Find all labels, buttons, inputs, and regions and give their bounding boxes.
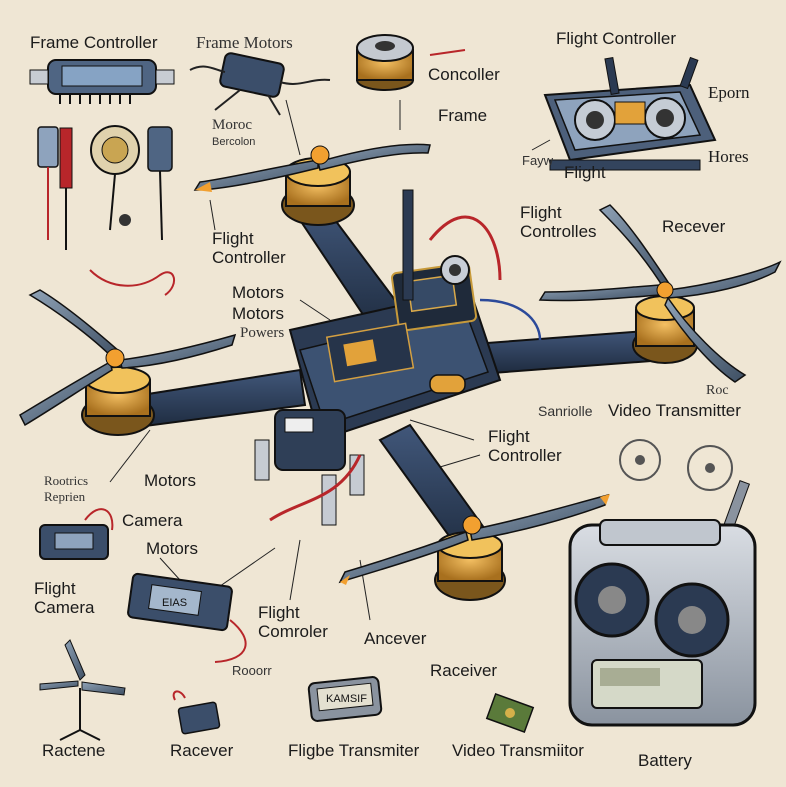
motor-module-small (189, 52, 331, 116)
motor-bottom (338, 493, 610, 601)
label-hores: Hores (708, 147, 749, 166)
label-battery: Battery (638, 751, 692, 770)
small-vtx-board (485, 692, 535, 734)
label-frame: Frame (438, 106, 488, 125)
label-reprien: Reprien (44, 489, 86, 504)
label-racever: Racever (170, 741, 234, 760)
vtx-module: KAMSIF (307, 676, 383, 722)
radio-controller (568, 480, 757, 727)
label-video-transmitter-right: Video Transmitter (608, 401, 741, 420)
label-motors-stack-1: Motors (232, 283, 284, 302)
label-motors-lower: Motors (146, 539, 198, 558)
small-receiver (172, 690, 221, 735)
label-eporn: Eporn (708, 83, 750, 102)
label-rooorr: Rooorr (232, 663, 272, 678)
label-flight-top: Flight (564, 163, 606, 182)
label-concoller: Concoller (428, 65, 500, 84)
label-sanriolle: Sanriolle (538, 403, 593, 419)
camera-module (39, 508, 114, 560)
label-frame-motors: Frame Motors (196, 33, 293, 52)
label-moroc: Moroc (212, 117, 252, 133)
label-motors-left: Motors (144, 471, 196, 490)
label-roc: Roc (706, 383, 729, 398)
small-tools-left (37, 125, 175, 296)
label-flight-controller-top: Flight Controller (556, 29, 676, 48)
label-frame-controller: Frame Controller (30, 33, 158, 52)
spare-props (619, 439, 733, 491)
label-raceiver: Raceiver (430, 661, 498, 680)
label-ancever: Ancever (364, 629, 427, 648)
label-flight-controller-left: Flight Controller (212, 229, 286, 267)
label-flight-controlles: Flight Controlles (520, 203, 597, 241)
label-flight-camera: Flight Camera (34, 579, 95, 617)
label-ractene: Ractene (42, 741, 106, 760)
label-motors-stack-2: Motors (232, 304, 284, 323)
label-flight-controller-center: Flight Controller (488, 427, 562, 465)
label-recever: Recever (662, 217, 726, 236)
motor-left (19, 289, 237, 436)
label-rootrics: Rootrics (44, 473, 89, 488)
flight-controller-top-right (543, 56, 717, 171)
motor-right (538, 204, 782, 383)
drone-frame (108, 189, 667, 567)
fc-module-top-left (29, 59, 175, 104)
motor-top-left (193, 143, 431, 226)
prop-stand (39, 639, 126, 741)
motor-concoller (356, 34, 466, 91)
label-flighe-transmiter: Fligbe Transmiter (288, 741, 420, 760)
label-video-transmiiter: Video Transmiitor (452, 741, 584, 760)
label-flight-comroler: Flight Comroler (258, 603, 328, 641)
label-motors-stack-3: Powers (240, 325, 285, 341)
label-camera: Camera (122, 511, 183, 530)
label-bercolon: Bercolon (212, 136, 256, 148)
fc-board-lower: EIAS (127, 572, 247, 663)
fc-board-text: EIAS (162, 597, 187, 609)
vtx-chip-text: KAMSIF (326, 693, 367, 705)
label-fayw: Fayw (522, 153, 554, 168)
